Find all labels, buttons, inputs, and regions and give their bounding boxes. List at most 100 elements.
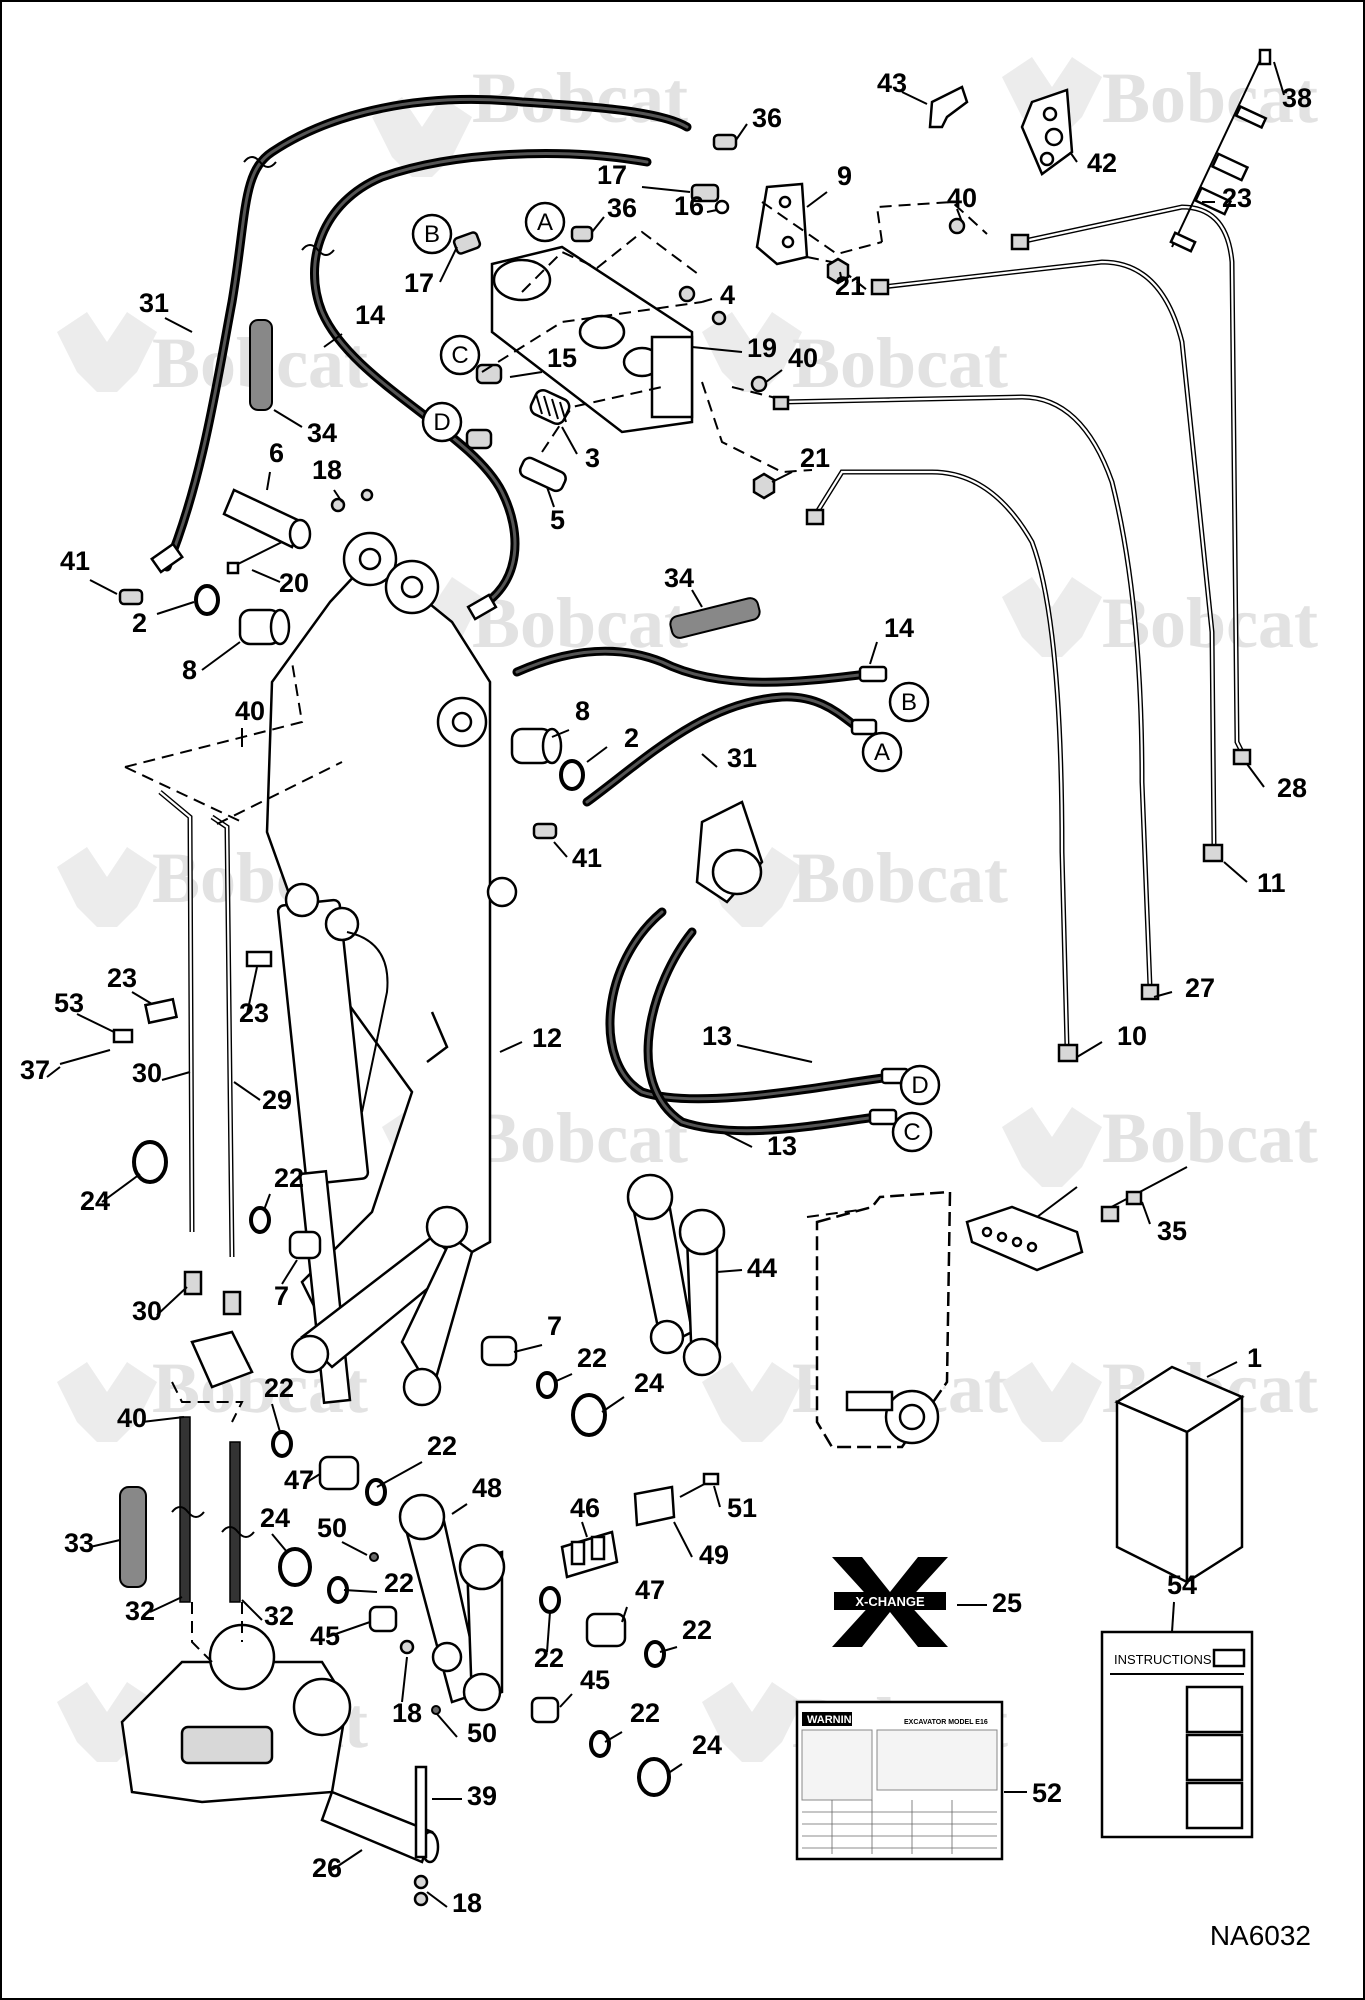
- xchange-decal-label: X-CHANGE: [855, 1594, 925, 1609]
- callout-leader-50: [436, 1713, 458, 1738]
- callout-26: 26: [312, 1853, 342, 1883]
- callout-12: 12: [532, 1023, 562, 1053]
- callout-leader-53: [76, 1013, 115, 1033]
- plate-42: [1020, 88, 1074, 176]
- callout-24: 24: [692, 1730, 722, 1760]
- grease-50-a: [369, 1552, 379, 1562]
- callout-20: 20: [279, 568, 309, 598]
- callout-8: 8: [575, 696, 590, 726]
- callout-leader-15: [509, 371, 543, 378]
- pin-6: [222, 488, 312, 550]
- bracket-35: [965, 1166, 1188, 1272]
- callout-leader-17: [439, 246, 458, 283]
- callout-leader-34: [273, 409, 303, 428]
- callout-33: 33: [64, 1528, 94, 1558]
- callout-leader-42: [1069, 151, 1078, 163]
- callout-1: 1: [1247, 1343, 1262, 1373]
- hose-14-upper: [310, 149, 652, 621]
- callout-41: 41: [572, 843, 602, 873]
- callout-leader-33: [89, 1539, 121, 1548]
- fitting-21-lower: [752, 472, 776, 500]
- fitting-36-left: [183, 1270, 242, 1316]
- callout-45: 45: [580, 1665, 610, 1695]
- callout-leader-24: [101, 1173, 141, 1203]
- hose-31-mid: [582, 692, 878, 807]
- callout-leader-22: [604, 1731, 623, 1743]
- callout-53: 53: [54, 988, 84, 1018]
- callout-leader-28: [1246, 763, 1265, 788]
- callout-42: 42: [1087, 148, 1117, 178]
- callout-leader-24: [271, 1533, 288, 1553]
- callout-leader-31: [164, 317, 193, 333]
- callout-leader-24: [666, 1763, 683, 1775]
- callout-39: 39: [467, 1781, 497, 1811]
- watermark-text: Bobcat: [1102, 58, 1318, 138]
- callout-44: 44: [747, 1253, 777, 1283]
- callout-5: 5: [550, 505, 565, 535]
- callout-leader-2: [156, 601, 195, 615]
- callout-leader-26: [331, 1849, 363, 1871]
- callout-leader-23: [246, 966, 258, 1015]
- spring-3: [529, 388, 571, 426]
- connection-tag-b: B: [888, 681, 930, 723]
- tube-30: [158, 790, 195, 1233]
- sleeve-34-upper: [249, 319, 273, 411]
- swivel-fitting: [695, 800, 764, 904]
- tube-27: [781, 394, 1153, 988]
- tube-11: [881, 259, 1217, 848]
- break-mark: [243, 156, 277, 168]
- callout-22: 22: [264, 1373, 294, 1403]
- callout-leader-14: [869, 641, 878, 665]
- arm-section: [806, 1190, 952, 1449]
- callout-leader-44: [716, 1269, 743, 1273]
- callout-51: 51: [727, 1493, 757, 1523]
- callout-23: 23: [239, 998, 269, 1028]
- o-ring-2-right: [559, 759, 585, 791]
- o-ring-24: [278, 1547, 312, 1587]
- connection-tag-label: D: [433, 409, 450, 436]
- fitting-40-mid: [750, 375, 768, 393]
- callout-21: 21: [835, 271, 865, 301]
- callout-leader-16: [706, 209, 718, 213]
- callout-34: 34: [664, 563, 694, 593]
- callout-leader-18: [401, 1656, 408, 1703]
- callout-47: 47: [635, 1575, 665, 1605]
- watermark-text: Bobcat: [792, 323, 1008, 403]
- callout-leader-40: [765, 369, 783, 383]
- callout-leader-21: [771, 471, 793, 483]
- callout-leader-27: [1153, 991, 1173, 998]
- manifold-bracket: [755, 182, 809, 266]
- fitting-17-top: [690, 183, 720, 203]
- callout-leader-24: [601, 1396, 625, 1413]
- hoses-13: [605, 907, 910, 1136]
- clamp-23-left: [59, 950, 273, 1065]
- quick-coupler: [120, 1602, 352, 1804]
- callout-49: 49: [699, 1540, 729, 1570]
- connection-tag-label: C: [451, 342, 468, 369]
- connection-tag-label: D: [911, 1072, 928, 1099]
- callout-leader-32: [149, 1596, 183, 1613]
- bushing-7-a: [288, 1230, 322, 1260]
- instructions-sheet: INSTRUCTIONS: [1100, 1630, 1254, 1839]
- callout-leader-22: [376, 1461, 423, 1488]
- callout-leader-7: [513, 1344, 543, 1353]
- warning-decal-label: WARNING: [807, 1714, 860, 1726]
- callout-22: 22: [427, 1431, 457, 1461]
- callout-leader-48: [451, 1503, 468, 1515]
- bolt-20: [226, 541, 283, 575]
- callout-23: 23: [107, 963, 137, 993]
- callout-leader-6: [266, 471, 271, 491]
- callout-leader-40: [956, 208, 963, 223]
- callout-22: 22: [274, 1163, 304, 1193]
- callout-leader-43: [901, 91, 928, 105]
- callout-41: 41: [60, 546, 90, 576]
- callout-43: 43: [877, 68, 907, 98]
- callout-27: 27: [1185, 973, 1215, 1003]
- o-ring-22: [271, 1430, 293, 1458]
- drawing-code: NA6032: [1209, 1920, 1311, 1951]
- o-ring-24: [637, 1757, 671, 1797]
- callout-leader-7: [281, 1259, 298, 1285]
- callout-leader-22: [263, 1193, 271, 1211]
